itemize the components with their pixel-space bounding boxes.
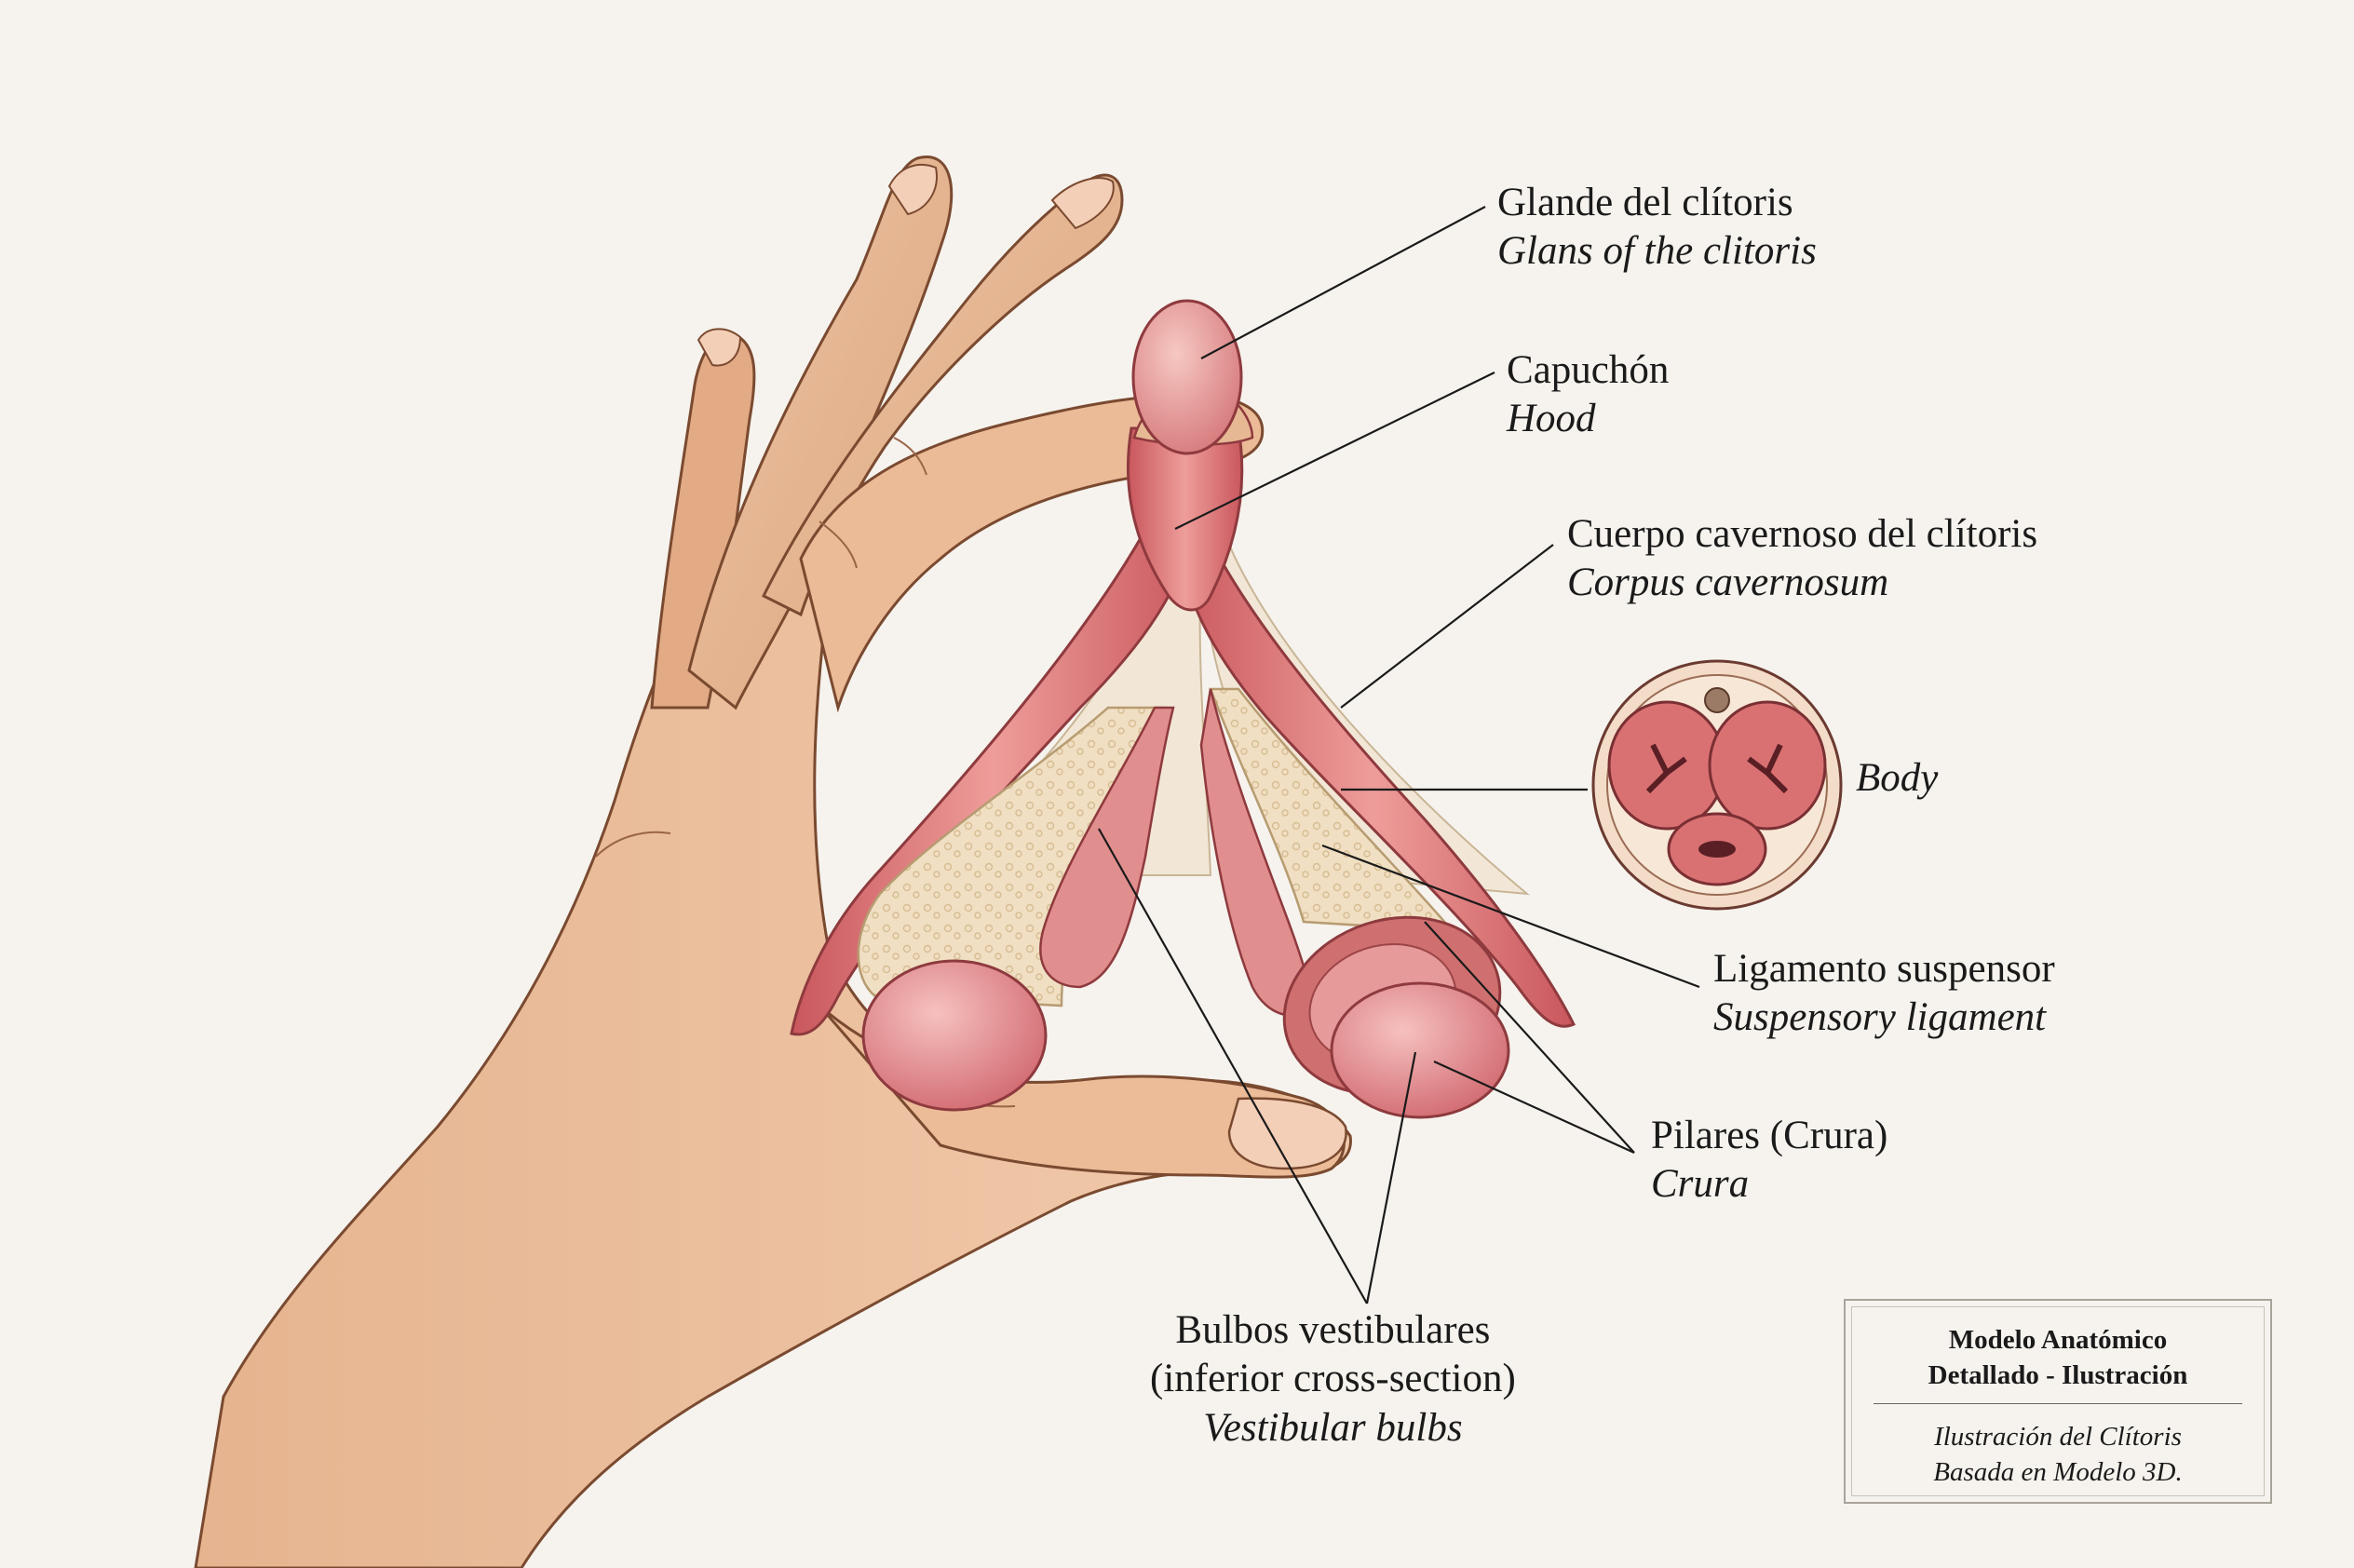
knuckle-crease xyxy=(818,520,858,569)
left-bulb-end xyxy=(861,959,1048,1112)
label-corpus: Cuerpo cavernoso del clítoris Corpus cav… xyxy=(1567,510,2037,608)
cross-section-urethra xyxy=(1698,841,1736,858)
cross-section-left-cavernosum xyxy=(1607,700,1726,831)
title-subtitle-line-2: Basada en Modelo 3D. xyxy=(1933,1456,2183,1487)
title-cartouche: Modelo Anatómico Detallado - Ilustración… xyxy=(1844,1299,2272,1504)
label-body: Body xyxy=(1856,756,1939,800)
left-bulb-inner xyxy=(1039,706,1175,989)
leader-bulbs-1 xyxy=(1098,828,1368,1304)
leader-lines xyxy=(1098,206,1700,1304)
title-heading-line-2: Detallado - Ilustración xyxy=(1928,1359,2188,1390)
title-subtitle-line-1: Ilustración del Clítoris xyxy=(1934,1422,2182,1452)
label-corpus-en: Corpus cavernosum xyxy=(1567,561,1889,605)
label-bulbs-es-1: Bulbos vestibulares xyxy=(1175,1308,1491,1352)
right-bulb-end xyxy=(1330,981,1510,1119)
clitoral-shaft xyxy=(1126,426,1244,612)
cross-section-lumen xyxy=(1645,743,1687,794)
hand-index-finger xyxy=(761,173,1124,617)
leader-bulbs-2 xyxy=(1365,1051,1417,1304)
label-bulbs: Bulbos vestibulares (inferior cross-sect… xyxy=(1150,1306,1516,1453)
label-ligament: Ligamento suspensor Suspensory ligament xyxy=(1713,945,2055,1043)
cross-section-vessel xyxy=(1704,687,1730,713)
label-hood-en: Hood xyxy=(1507,397,1596,441)
fingernail xyxy=(697,328,742,367)
knuckle-crease xyxy=(893,437,927,476)
label-corpus-es: Cuerpo cavernoso del clítoris xyxy=(1567,512,2038,556)
label-bulbs-en: Vestibular bulbs xyxy=(1203,1405,1463,1450)
label-ligament-en: Suspensory ligament xyxy=(1713,995,2047,1040)
title-subtitle: Ilustración del Clítoris Basada en Model… xyxy=(1846,1420,2270,1490)
label-glans-es: Glande del clítoris xyxy=(1497,181,1793,224)
title-heading-line-1: Modelo Anatómico xyxy=(1948,1325,2168,1355)
label-glans-en: Glans of the clitoris xyxy=(1497,229,1817,274)
glans-shape xyxy=(1131,299,1243,455)
fingernail xyxy=(887,163,938,216)
right-crus xyxy=(1171,520,1576,1028)
label-hood: Capuchón Hood xyxy=(1507,346,1669,444)
leader-crura-2 xyxy=(1433,1060,1635,1155)
label-bulbs-es-2: (inferior cross-section) xyxy=(1150,1357,1516,1401)
leader-glans xyxy=(1200,206,1486,359)
label-crura-en: Crura xyxy=(1651,1162,1750,1207)
leader-corpus xyxy=(1340,544,1554,709)
title-heading: Modelo Anatómico Detallado - Ilustración xyxy=(1846,1323,2270,1393)
thumbnail xyxy=(1227,1097,1347,1170)
cross-section-right-cavernosum xyxy=(1708,700,1827,831)
knuckle-crease xyxy=(595,831,671,858)
leader-crura-1 xyxy=(1424,921,1635,1154)
label-crura-es: Pilares (Crura) xyxy=(1651,1114,1888,1157)
fingernail xyxy=(1050,177,1115,230)
hand xyxy=(194,155,1352,1568)
leader-ligament xyxy=(1321,844,1700,989)
cross-section-lumen xyxy=(1747,743,1789,794)
clitoris-model xyxy=(790,299,1576,1119)
body-cross-section xyxy=(1591,659,1843,911)
label-crura: Pilares (Crura) Crura xyxy=(1651,1112,1887,1210)
label-glans: Glande del clítoris Glans of the clitori… xyxy=(1497,179,1817,277)
leader-hood xyxy=(1174,372,1495,530)
label-ligament-es: Ligamento suspensor xyxy=(1713,947,2055,991)
title-divider xyxy=(1874,1403,2242,1404)
label-hood-es: Capuchón xyxy=(1507,348,1670,392)
